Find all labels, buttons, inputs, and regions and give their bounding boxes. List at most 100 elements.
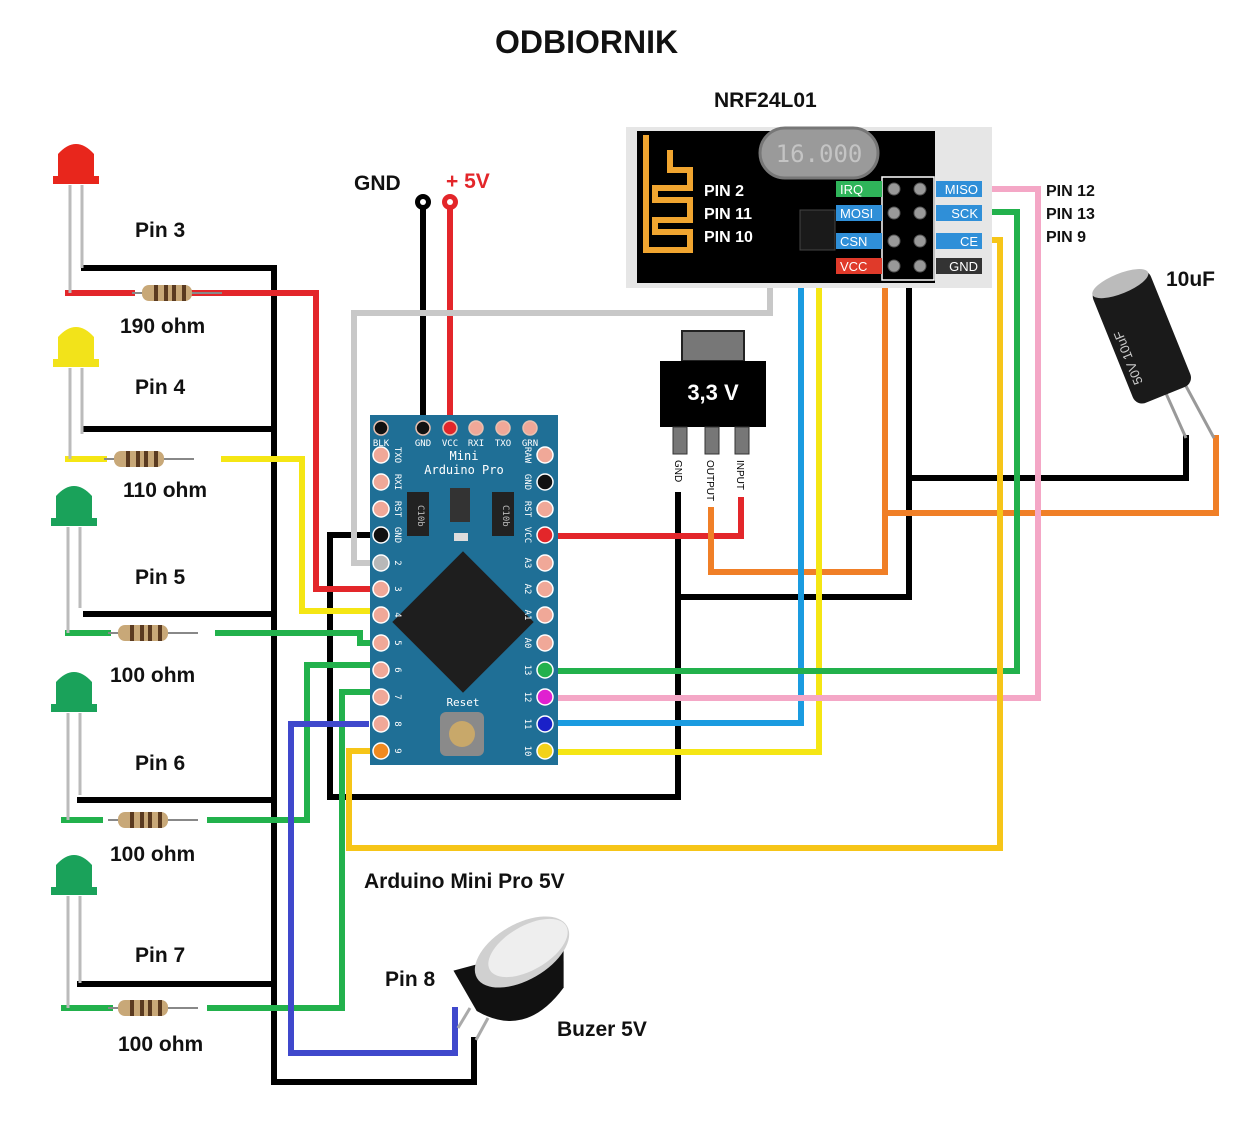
resistor-band (130, 625, 134, 641)
nrf-pin-label-vcc (836, 258, 882, 274)
nrf-pin (887, 182, 901, 196)
nrf-pin-label-miso (936, 181, 982, 197)
nrf-pin-label-csn (836, 233, 882, 249)
diagram-title: ODBIORNIK (495, 24, 678, 60)
arduino-pin-label: 7 (392, 694, 402, 699)
wire-sck (542, 209, 1020, 674)
led-rim (51, 704, 97, 712)
microcontroller-chip (392, 551, 534, 693)
resistor-band (172, 285, 176, 301)
arduino-pin-left-3 (372, 580, 390, 598)
led-1: Pin 3 190 ohm (53, 144, 222, 338)
board-label-mini: Mini (450, 449, 479, 463)
arduino-pin-top-txo (495, 420, 511, 436)
buzzer-pin-label: Pin 8 (385, 968, 436, 991)
regulator-body (660, 361, 766, 427)
reset-label: Reset (446, 696, 479, 709)
regulator-pin-output (704, 426, 720, 455)
wires (61, 186, 1219, 1085)
nrf-pin (913, 182, 927, 196)
wire-miso (542, 186, 1041, 701)
crystal-label: 16.000 (776, 140, 863, 168)
led-body (58, 327, 94, 363)
nrf-pin-label-sck (936, 205, 982, 221)
arduino-pin-left-rxi (372, 473, 390, 491)
led-rim (53, 176, 99, 184)
nrf-pin (913, 259, 927, 273)
arduino-pin-right-a3 (536, 554, 554, 572)
nrf-pin (887, 259, 901, 273)
led-pin-label: Pin 3 (135, 219, 185, 242)
regulator-input-label: INPUT (734, 460, 745, 490)
arduino-pin-label: 13 (522, 665, 532, 676)
led-indicator (454, 533, 468, 541)
arduino-pin-right-raw (536, 446, 554, 464)
arduino-pin-label: TXO (392, 447, 402, 463)
vcc-label: + 5V (446, 170, 490, 193)
led-rim (51, 518, 97, 526)
arduino-pin-label: 5 (392, 640, 402, 645)
nrf-pin-text: MISO (945, 182, 978, 197)
reset-button-cap[interactable] (449, 721, 475, 747)
regulator-output-label: OUTPUT (704, 460, 715, 501)
resistor-band (158, 812, 162, 828)
nrf-pin-text: CSN (840, 234, 867, 249)
wire-gnd-cap (906, 435, 1189, 481)
arduino-pin-right-12 (536, 688, 554, 706)
arduino-pin-label: GND (522, 474, 532, 490)
arduino-pin-label: 10 (522, 746, 532, 757)
arduino-pin-label: GND (392, 527, 402, 543)
nrf-pin (887, 206, 901, 220)
nrf-pin-text: IRQ (840, 182, 863, 197)
nrf-pin (913, 234, 927, 248)
led-body (58, 144, 94, 180)
arduino-pin-label: BLK (373, 439, 390, 449)
wire-gnd-buzzer (271, 1037, 477, 1085)
led-pin-label: Pin 6 (135, 752, 185, 775)
arduino-pin-left-7 (372, 688, 390, 706)
voltage-regulator: 3,3 V GND OUTPUT INPUT (660, 330, 766, 501)
arduino-pin-label: A3 (522, 558, 532, 569)
led-pin-label: Pin 7 (135, 944, 185, 967)
nrf-note-pin11: PIN 11 (704, 206, 752, 223)
nrf-pin-text: VCC (840, 259, 867, 274)
arduino-pin-label: 8 (392, 721, 402, 726)
resistor-label: 190 ohm (120, 315, 205, 338)
nrf-pin-text: GND (949, 259, 978, 274)
antenna-trace (643, 135, 693, 253)
arduino-pin-left-6 (372, 661, 390, 679)
arduino-pin-right-gnd (536, 473, 554, 491)
arduino-pin-label: 2 (392, 560, 402, 565)
led-body (56, 672, 92, 708)
resistor-band (140, 625, 144, 641)
wire-gnd-reg-nrf (675, 265, 912, 600)
arduino-pin-label: TXO (495, 439, 511, 449)
wire-vcc-regulator (542, 497, 744, 539)
buzzer-lead-1 (456, 1007, 472, 1029)
nrf-pin (887, 234, 901, 248)
resistor-label: 100 ohm (118, 1033, 203, 1056)
led-pin-label: Pin 5 (135, 566, 186, 589)
nrf-pin-label-irq (836, 181, 882, 197)
resistor-band (158, 1000, 162, 1016)
arduino-pin-label: VCC (522, 527, 532, 543)
arduino-pin-left-2 (372, 554, 390, 572)
crystal (758, 126, 880, 180)
resistor-band (154, 451, 158, 467)
arduino-pin-label: RAW (522, 447, 532, 464)
led-rim (51, 887, 97, 895)
arduino-pin-top-vcc (442, 420, 458, 436)
resistor-band (130, 1000, 134, 1016)
led-5: Pin 7 100 ohm (51, 855, 203, 1056)
resistor-band (140, 812, 144, 828)
arduino-pin-label: GND (415, 439, 431, 449)
arduino-pin-top-gnd (415, 420, 431, 436)
capacitor-label: 10uF (1166, 268, 1215, 291)
arduino-caption: Arduino Mini Pro 5V (364, 870, 565, 893)
arduino-pin-left-8 (372, 715, 390, 733)
nrf-pin-label-ce (936, 233, 982, 249)
